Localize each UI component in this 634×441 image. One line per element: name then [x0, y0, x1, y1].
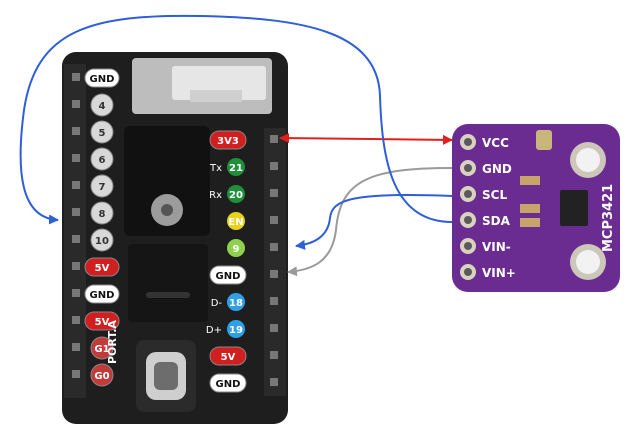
- pin-number: 18: [229, 298, 243, 309]
- left-pin-label: 10: [90, 228, 114, 252]
- pin-prefix: Rx: [209, 190, 222, 201]
- header-pin: [72, 73, 80, 81]
- sensor-pin-label: VIN-: [482, 240, 511, 254]
- pin-prefix: D-: [211, 298, 223, 309]
- pin-number: 20: [229, 190, 243, 201]
- pin-text: 5V: [221, 352, 236, 363]
- sensor-pin-label: SCL: [482, 188, 507, 202]
- vcc-wire: [279, 133, 453, 145]
- right-pin-label: Rx 20: [209, 185, 245, 203]
- header-pin: [72, 316, 80, 324]
- sensor-pin-label: VCC: [482, 136, 509, 150]
- left-pin-label: G1: [90, 336, 114, 360]
- header-pin: [72, 208, 80, 216]
- header-pin: [72, 289, 80, 297]
- header-pin: [72, 370, 80, 378]
- pin-text: 5V: [95, 263, 110, 274]
- header-pin: [270, 297, 278, 305]
- scl-wire: [295, 193, 453, 250]
- left-pin-label: 8: [90, 201, 114, 225]
- sensor-name: MCP3421: [601, 184, 616, 252]
- left-pin-label: 5V: [84, 257, 120, 277]
- gnd-wire: [287, 167, 453, 277]
- header-pin: [270, 162, 278, 170]
- header-pin: [72, 154, 80, 162]
- mcp3421-breakout: MCP3421: [452, 124, 620, 292]
- sensor-pin-label: SDA: [482, 214, 511, 228]
- left-pin-label: 4: [90, 93, 114, 117]
- pin-text: 8: [99, 209, 106, 220]
- right-pin-label: 5V: [209, 346, 247, 366]
- pin-text: 6: [99, 155, 106, 166]
- right-pin-label: 9: [227, 239, 245, 257]
- pin-prefix: D+: [206, 325, 222, 336]
- left-pin-label: 5: [90, 120, 114, 144]
- pin-prefix: Tx: [209, 163, 222, 174]
- header-pin: [270, 135, 278, 143]
- pin-text: 5V: [95, 317, 110, 328]
- pin-text: G0: [94, 371, 109, 382]
- right-pin-label: 3V3: [209, 130, 247, 150]
- header-pin: [72, 181, 80, 189]
- pin-number: 21: [229, 163, 243, 174]
- right-pin-label: D- 18: [211, 293, 245, 311]
- header-pin: [72, 127, 80, 135]
- header-pin: [72, 235, 80, 243]
- pin-text: GND: [216, 379, 241, 390]
- left-pin-label: G0: [90, 363, 114, 387]
- left-pin-label: GND: [84, 284, 120, 304]
- header-pin: [270, 189, 278, 197]
- left-pin-label: 7: [90, 174, 114, 198]
- header-pin: [72, 262, 80, 270]
- pin-text: 4: [99, 101, 106, 112]
- pin-text: GND: [90, 74, 115, 85]
- pin-text: GND: [216, 271, 241, 282]
- right-pin-label: Tx 21: [209, 158, 245, 176]
- header-pin: [270, 378, 278, 386]
- pin-text: 10: [95, 236, 109, 247]
- pin-number: EN: [228, 217, 243, 228]
- left-pin-label: 6: [90, 147, 114, 171]
- sensor-pin-label: VIN+: [482, 266, 516, 280]
- adc-chip: [560, 190, 588, 226]
- header-pin: [270, 324, 278, 332]
- sda-wire: [19, 14, 453, 225]
- right-pin-label: D+ 19: [206, 320, 245, 338]
- module-shield: [124, 126, 210, 236]
- pin-text: 3V3: [217, 136, 239, 147]
- header-pin: [270, 351, 278, 359]
- sensor-pin-labels: VCC GND SCL SDA VIN- VIN+: [460, 134, 516, 280]
- port-label: PORT.A: [106, 320, 119, 364]
- header-pin: [270, 216, 278, 224]
- header-pin: [72, 100, 80, 108]
- right-pin-label: GND: [209, 265, 247, 285]
- pin-text: 7: [99, 182, 106, 193]
- header-pin: [72, 343, 80, 351]
- pin-number: 19: [229, 325, 243, 336]
- header-pin: [270, 270, 278, 278]
- right-pin-label: GND: [209, 373, 247, 393]
- right-pin-label: EN: [227, 212, 245, 230]
- sensor-pin-label: GND: [482, 162, 512, 176]
- pin-text: 5: [99, 128, 106, 139]
- left-pin-label: 5V: [84, 311, 120, 331]
- pin-text: G1: [94, 344, 109, 355]
- header-pin: [270, 243, 278, 251]
- pin-text: GND: [90, 290, 115, 301]
- pin-number: 9: [233, 244, 240, 255]
- left-pin-label: GND: [84, 68, 120, 88]
